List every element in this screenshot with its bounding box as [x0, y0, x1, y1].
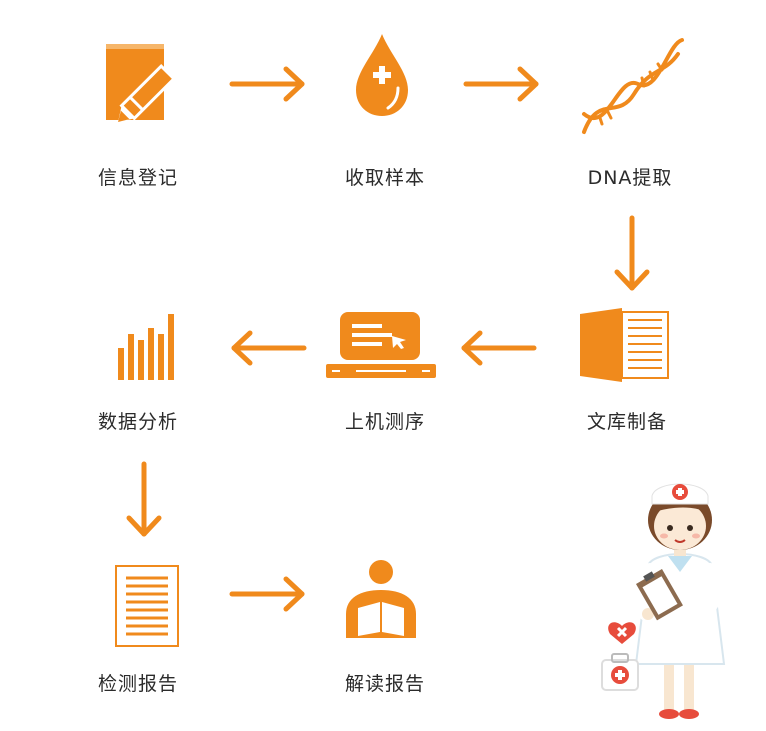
arrow-right [462, 66, 542, 102]
arrow-left [458, 330, 538, 366]
arrow-down [614, 214, 650, 294]
node-label-sequencing: 上机测序 [344, 411, 425, 433]
notebook-pencil-icon [100, 40, 195, 125]
node-label-report: 检测报告 [97, 673, 178, 695]
dna-helix-icon [578, 34, 688, 138]
node-label-analysis: 数据分析 [97, 411, 178, 433]
laptop-icon [326, 308, 436, 382]
node-label-sample: 收取样本 [344, 167, 425, 189]
arrow-right [228, 576, 308, 612]
node-label-register: 信息登记 [97, 167, 178, 189]
arrow-down [126, 460, 162, 540]
arrow-left [228, 330, 308, 366]
arrow-right [228, 66, 308, 102]
document-lines-icon [114, 564, 180, 648]
nurse-illustration [590, 474, 740, 724]
node-label-dna: DNA提取 [587, 167, 673, 189]
bar-chart-icon [116, 310, 182, 382]
node-label-library: 文库制备 [586, 411, 667, 433]
blood-drop-icon [352, 32, 412, 118]
person-reading-icon [338, 558, 424, 642]
node-label-interpret: 解读报告 [344, 673, 425, 695]
book-pages-icon [578, 308, 672, 382]
